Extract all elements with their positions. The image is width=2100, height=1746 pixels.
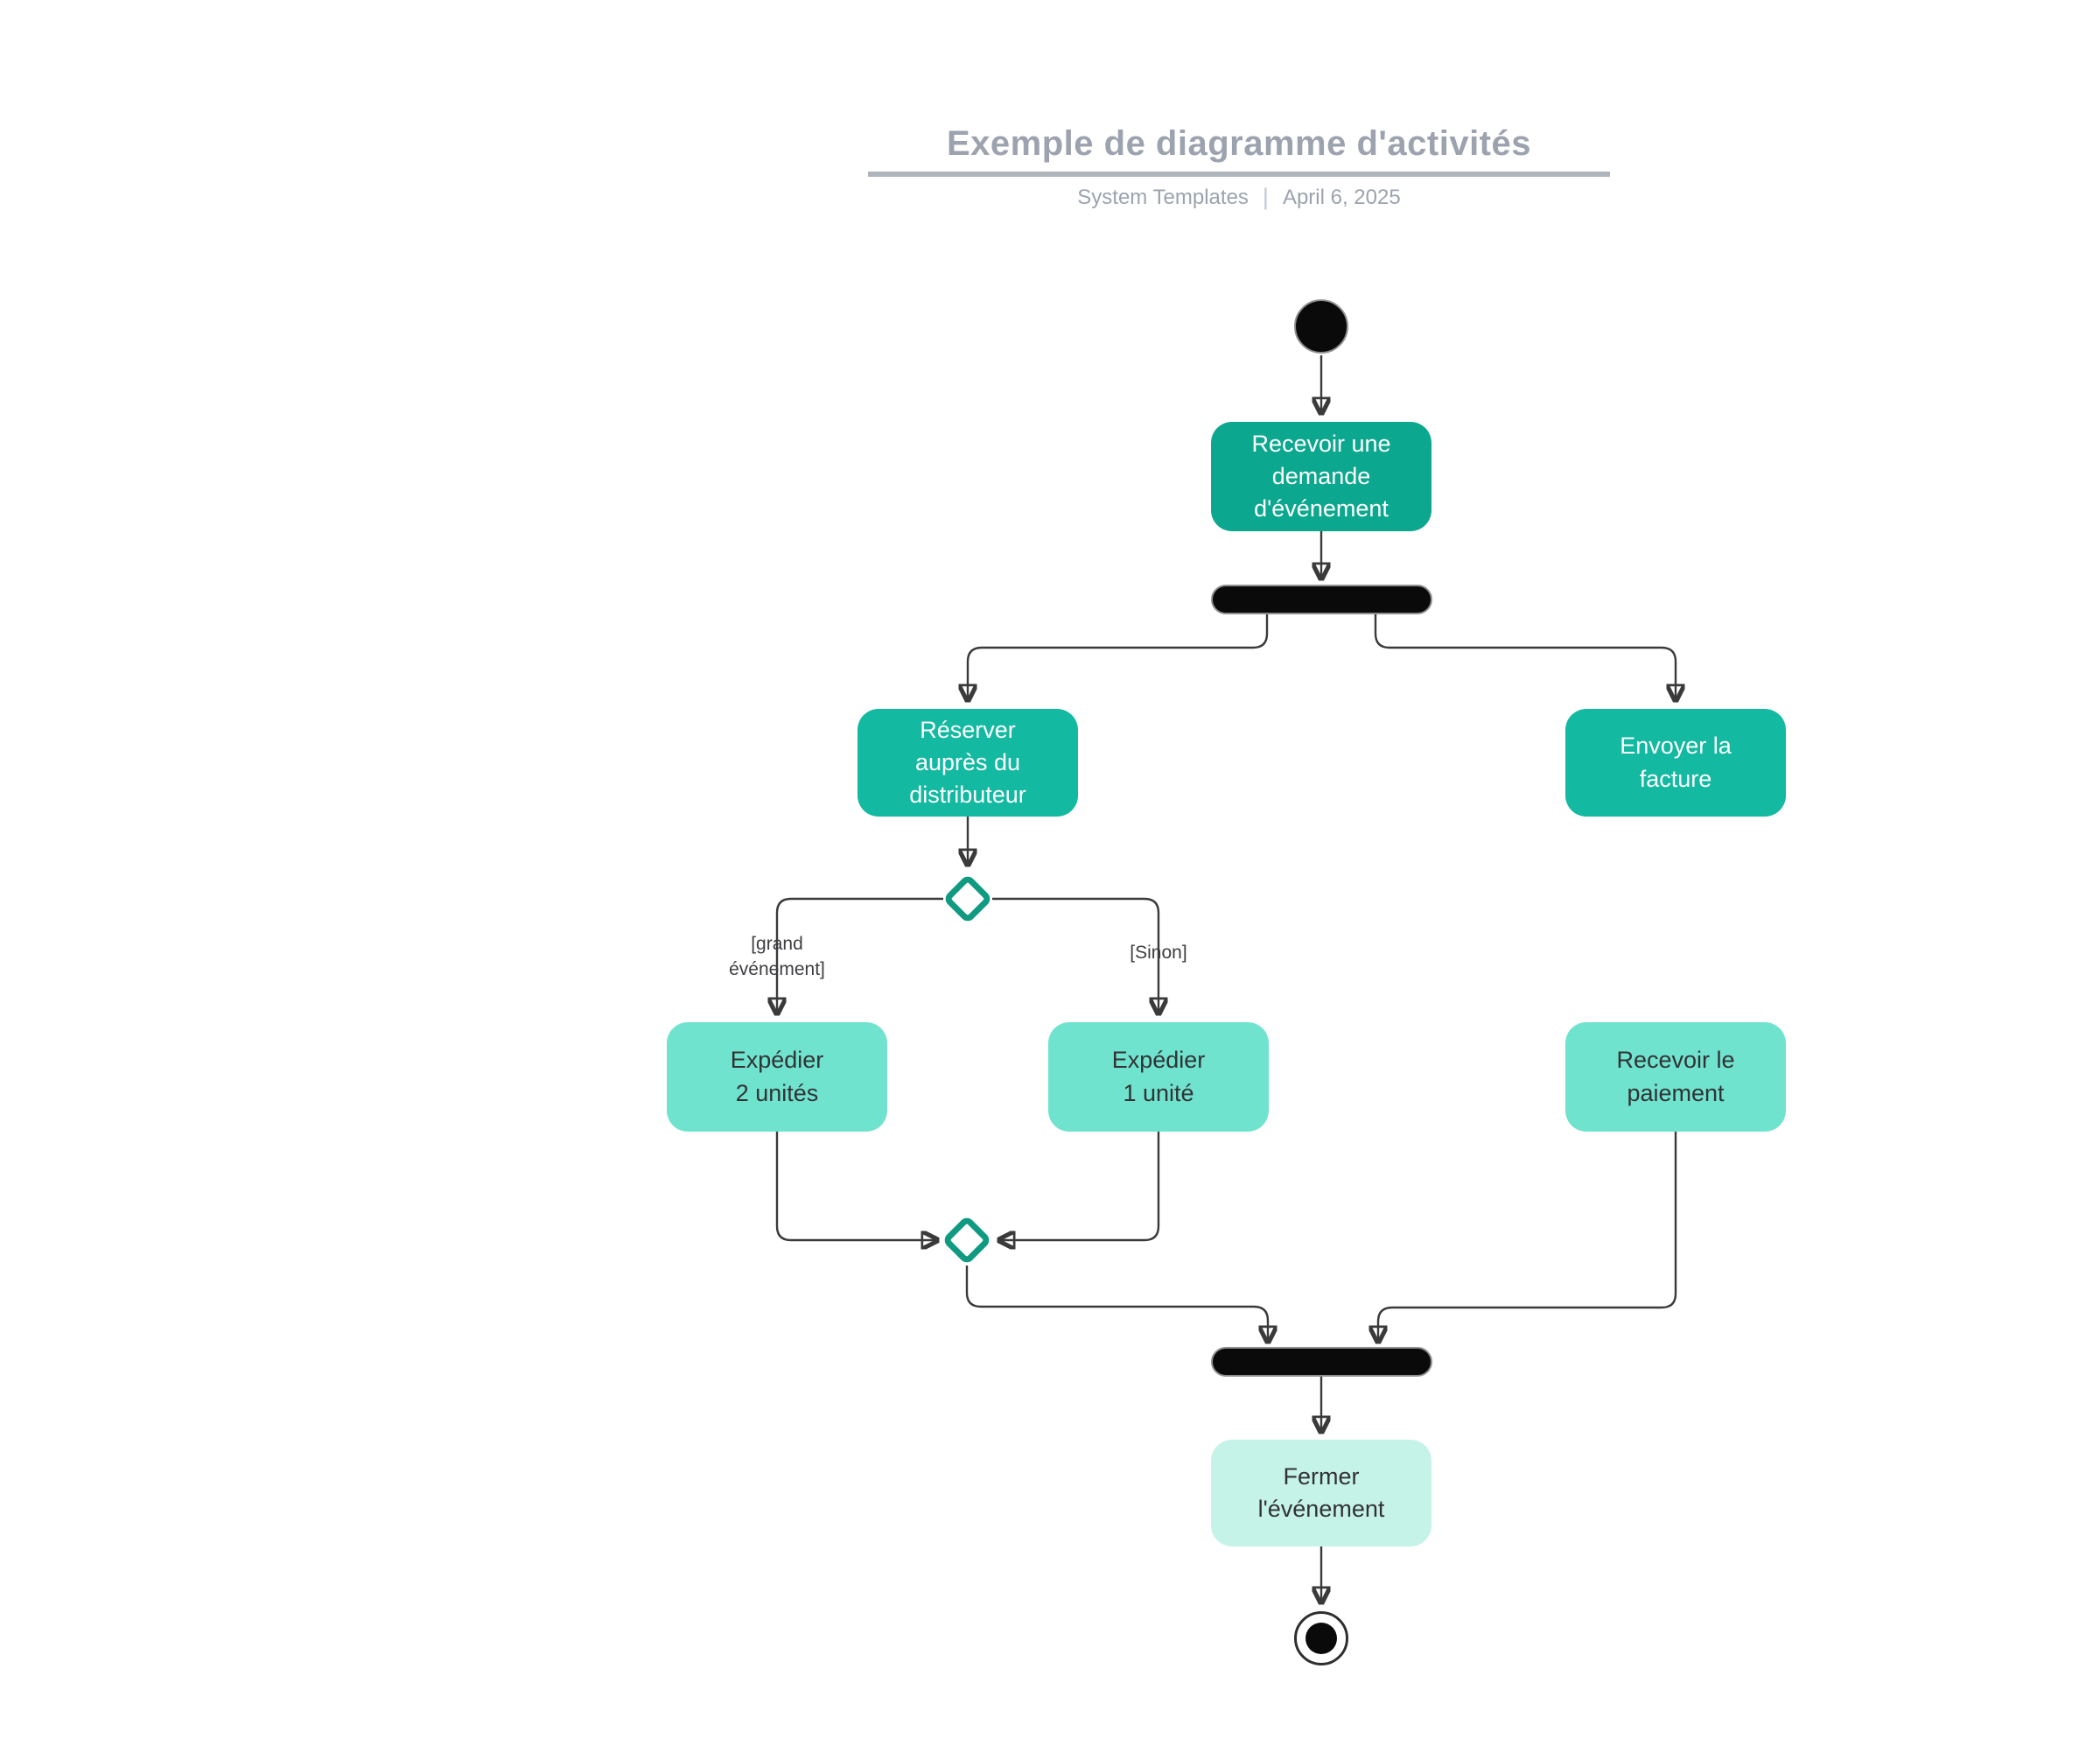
edge-label-sinon: [Sinon] xyxy=(1130,943,1187,963)
action-reserve-distributor: Réserver auprès du distributeur xyxy=(858,709,1078,817)
edge-ship2-to-merge xyxy=(775,1132,938,1240)
action-receive-payment: Recevoir le paiement xyxy=(1565,1022,1786,1132)
edge-decision-to-ship2 xyxy=(777,897,943,1014)
subtitle-date: April 6, 2025 xyxy=(1282,185,1401,209)
edge-label-grand-evenement: [grand événement] xyxy=(729,934,825,980)
subtitle-separator: | xyxy=(1262,184,1269,210)
edge-decision-to-ship1 xyxy=(992,897,1158,1014)
action-receive-request: Recevoir une demande d'événement xyxy=(1211,422,1432,531)
final-node-dot xyxy=(1306,1623,1337,1654)
join-bar xyxy=(1211,1347,1432,1377)
action-close-event: Fermer l'événement xyxy=(1211,1440,1432,1546)
edge-ship1-to-merge xyxy=(998,1132,1160,1240)
diagram-title: Exemple de diagramme d'activités xyxy=(946,124,1531,163)
diagram-subtitle: System Templates | April 6, 2025 xyxy=(866,184,1612,211)
edge-fork-to-reserve xyxy=(968,614,1269,701)
action-ship-one-unit: Expédier 1 unité xyxy=(1048,1022,1269,1132)
initial-node xyxy=(1294,299,1348,354)
edge-merge-to-join xyxy=(965,1266,1268,1343)
edge-fork-to-invoice xyxy=(1374,614,1676,701)
action-ship-two-units: Expédier 2 unités xyxy=(667,1022,887,1132)
title-underline xyxy=(868,172,1610,177)
action-send-invoice: Envoyer la facture xyxy=(1565,709,1786,817)
subtitle-author: System Templates xyxy=(1077,185,1249,209)
final-node xyxy=(1294,1611,1348,1665)
fork-bar xyxy=(1211,585,1432,614)
edge-payment-to-join xyxy=(1378,1132,1677,1343)
